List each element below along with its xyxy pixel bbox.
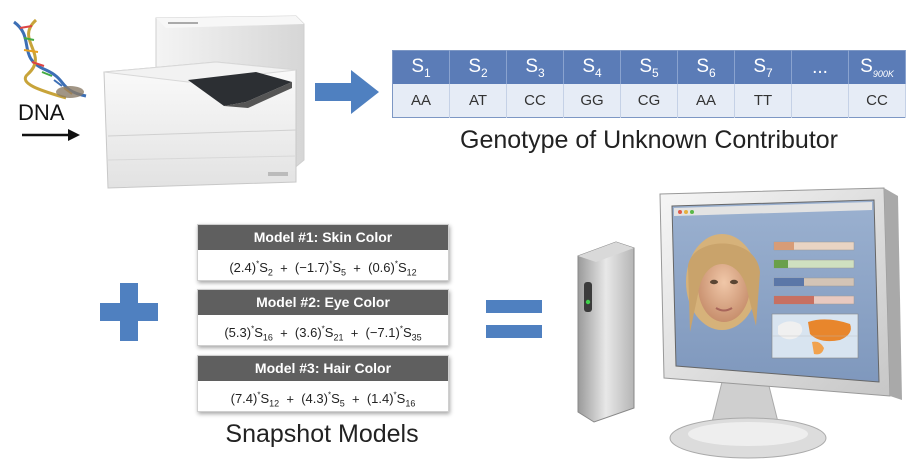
- genotype-snp-header: S4: [563, 50, 621, 84]
- model-term: (5.3)*S16: [224, 325, 273, 343]
- genotype-snp-header: S2: [449, 50, 507, 84]
- genotype-value-cell: CG: [620, 84, 678, 118]
- model-card-eye-color: Model #2: Eye Color (5.3)*S16 + (3.6)*S2…: [197, 289, 449, 346]
- genotype-snp-header: S3: [506, 50, 564, 84]
- genotype-snp-header: S900K: [848, 50, 906, 84]
- genotype-value-cell: GG: [563, 84, 621, 118]
- models-caption: Snapshot Models: [225, 420, 419, 448]
- genotype-value-cell: AA: [677, 84, 735, 118]
- genotype-value-cell: AT: [449, 84, 507, 118]
- genotype-value-cell: [791, 84, 849, 118]
- genotype-snp-header: S1: [392, 50, 450, 84]
- model-equation: (2.4)*S2 + (−1.7)*S5 + (0.6)*S12: [229, 260, 417, 278]
- genotype-value-cell: TT: [734, 84, 792, 118]
- genotype-value-cell: CC: [506, 84, 564, 118]
- genotype-value-cell: AA: [392, 84, 450, 118]
- model-term: (−7.1)*S35: [365, 325, 422, 343]
- sequencer-machine-icon: [103, 15, 305, 189]
- genotype-snp-header: S6: [677, 50, 735, 84]
- model-term: (1.4)*S16: [366, 391, 416, 409]
- right-arrow-icon: [315, 70, 379, 114]
- genotype-caption: Genotype of Unknown Contributor: [460, 126, 838, 154]
- genotype-snp-header: S7: [734, 50, 792, 84]
- model-term: (4.3)*S5: [301, 391, 345, 409]
- computer-monitor-icon: [577, 187, 902, 459]
- model-term: (3.6)*S21: [294, 325, 344, 343]
- model-term: (7.4)*S12: [230, 391, 280, 409]
- model-equation: (7.4)*S12 + (4.3)*S5 + (1.4)*S16: [230, 391, 416, 409]
- model-title: Model #1: Skin Color: [198, 225, 448, 250]
- genotype-value-cell: CC: [848, 84, 906, 118]
- model-term: (−1.7)*S5: [294, 260, 347, 278]
- model-card-skin-color: Model #1: Skin Color (2.4)*S2 + (−1.7)*S…: [197, 224, 449, 281]
- plus-icon: [100, 283, 158, 341]
- dna-label: DNA: [18, 100, 65, 125]
- equals-icon: [486, 300, 542, 338]
- dna-helix-icon: [13, 18, 87, 100]
- model-equation: (5.3)*S16 + (3.6)*S21 + (−7.1)*S35: [224, 325, 422, 343]
- arrow-icon: [22, 129, 80, 141]
- genotype-snp-header: S5: [620, 50, 678, 84]
- model-title: Model #3: Hair Color: [198, 356, 448, 381]
- genotype-snp-header: ...: [791, 50, 849, 84]
- model-term: (0.6)*S12: [368, 260, 417, 278]
- model-card-hair-color: Model #3: Hair Color (7.4)*S12 + (4.3)*S…: [197, 355, 449, 412]
- model-title: Model #2: Eye Color: [198, 290, 448, 315]
- model-term: (2.4)*S2: [229, 260, 273, 278]
